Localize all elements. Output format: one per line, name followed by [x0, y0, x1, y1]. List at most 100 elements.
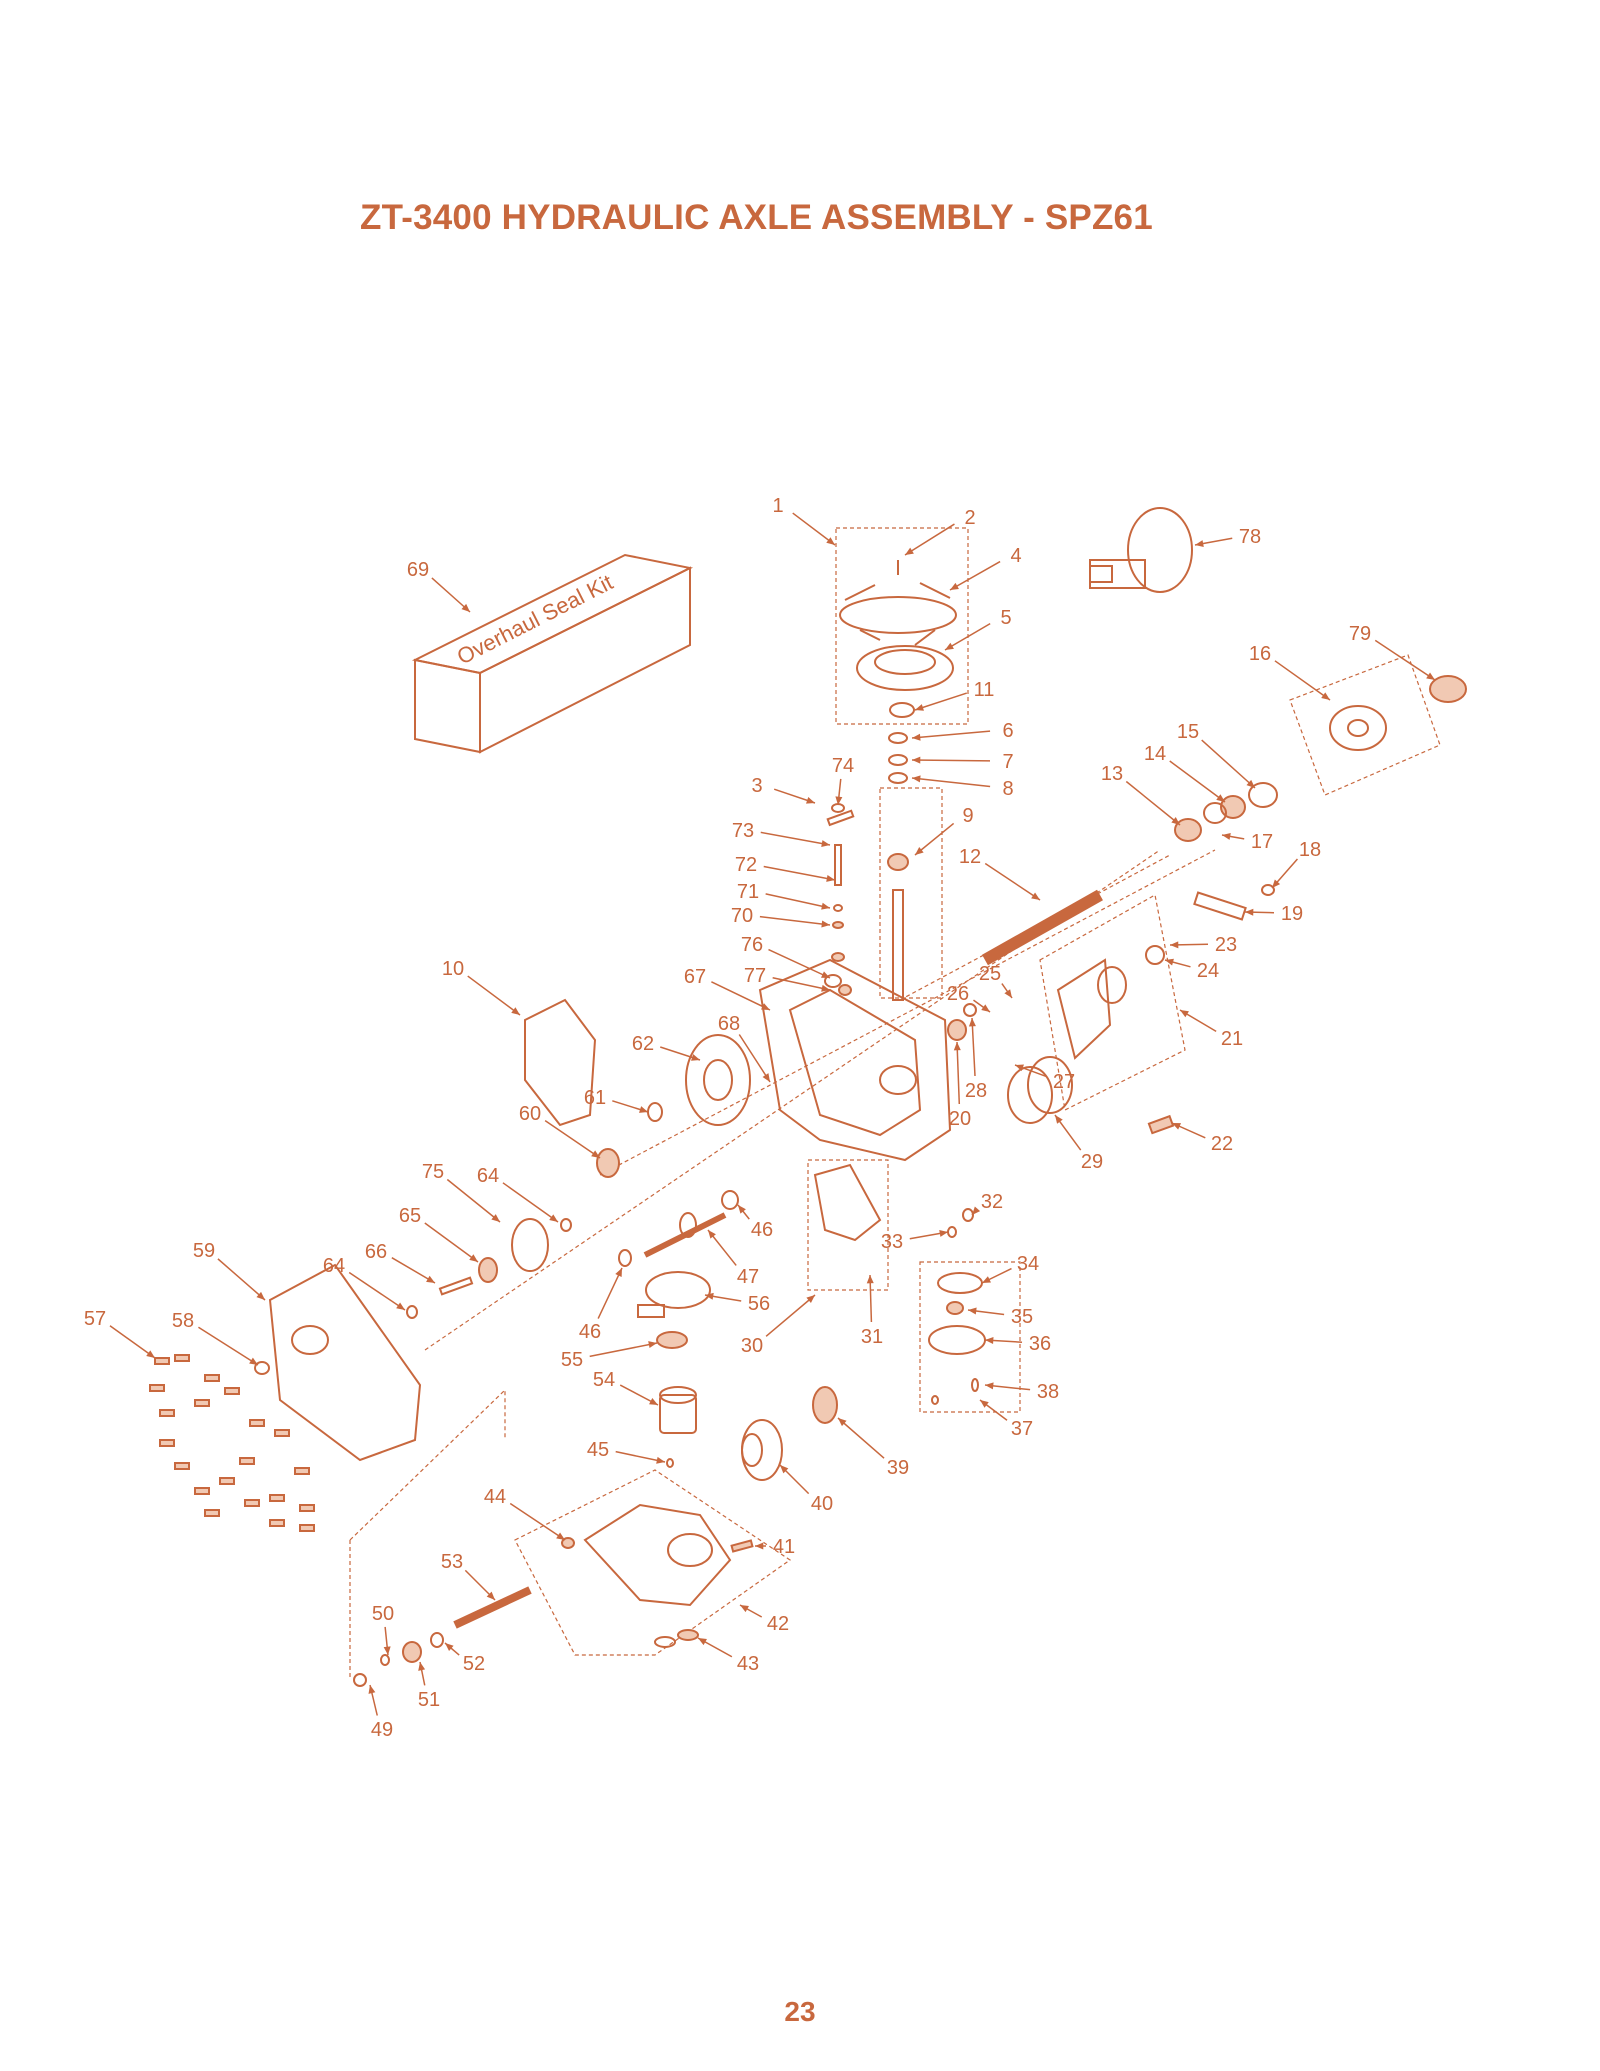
callout-arrowhead [950, 582, 959, 590]
callout-9: 9 [914, 805, 974, 856]
callout-arrowhead [1222, 832, 1231, 840]
callout-46b: 46 [579, 1267, 623, 1343]
callout-leader-line [1374, 639, 1436, 681]
callout-6: 6 [911, 720, 1014, 742]
part-housing-67 [758, 958, 952, 1162]
callout-arrowhead [549, 1214, 558, 1222]
callout-42: 42 [739, 1604, 789, 1635]
callout-arrowhead [838, 1418, 847, 1427]
callout-label: 22 [1211, 1133, 1233, 1155]
callout-label: 64 [477, 1165, 499, 1187]
callout-arrowhead [968, 1307, 977, 1315]
callout-label: 6 [1002, 720, 1013, 742]
part-ring-8 [888, 772, 908, 784]
callout-arrowhead [649, 1398, 658, 1405]
callout-label: 40 [811, 1493, 833, 1515]
callout-arrowhead [461, 603, 470, 612]
callout-label: 62 [632, 1033, 654, 1055]
callout-18: 18 [1271, 839, 1321, 889]
callout-arrowhead [738, 1205, 746, 1214]
part-spring-22 [1147, 1114, 1175, 1135]
callout-label: 47 [737, 1266, 759, 1288]
part-plate-21 [1056, 958, 1112, 1060]
callout-leader-line [391, 1257, 436, 1284]
part-arm-19 [1193, 891, 1247, 921]
callout-arrowhead [1246, 779, 1255, 788]
callout-arrowhead [985, 1337, 994, 1344]
callout-10: 10 [442, 958, 521, 1016]
seal-kit-box: Overhaul Seal Kit [411, 553, 694, 754]
callout-label: 9 [962, 805, 973, 827]
callout-38: 38 [984, 1381, 1059, 1403]
part-cover-59 [268, 1263, 422, 1462]
callout-leader-line [467, 975, 521, 1016]
callout-label: 68 [718, 1013, 740, 1035]
callout-label: 25 [979, 963, 1001, 985]
callout-leader-line [837, 1417, 885, 1459]
callout-label: 44 [484, 1486, 506, 1508]
callout-leader-line [772, 977, 831, 991]
callout-arrowhead [1426, 672, 1435, 680]
callout-label: 72 [735, 854, 757, 876]
callout-arrowhead [1180, 1010, 1189, 1018]
callout-arrowhead [905, 547, 914, 555]
part-pinion-65 [478, 1257, 498, 1283]
callout-leader-line [738, 1034, 771, 1083]
callout-leader-line [911, 759, 991, 762]
callout-label: 20 [949, 1108, 971, 1130]
callout-arrowhead [639, 1106, 648, 1113]
callout-arrowhead [915, 847, 924, 855]
callout-label: 34 [1017, 1253, 1039, 1275]
callout-arrowhead [912, 756, 921, 764]
callout-3: 3 [751, 775, 816, 804]
callout-label: 50 [372, 1603, 394, 1625]
callout-label: 27 [1053, 1071, 1075, 1093]
callout-label: 19 [1281, 903, 1303, 925]
callout-65: 65 [399, 1205, 479, 1263]
callout-19: 19 [1244, 903, 1303, 925]
callout-label: 59 [193, 1240, 215, 1262]
callout-label: 1 [772, 495, 783, 517]
callout-arrowhead [1245, 908, 1254, 916]
callout-leader-line [597, 1267, 623, 1319]
callout-label: 39 [887, 1457, 909, 1479]
callout-arrowhead [1216, 794, 1225, 802]
callout-arrowhead [691, 1054, 700, 1061]
callout-arrowhead [1004, 989, 1012, 998]
callout-47: 47 [707, 1229, 759, 1288]
callout-arrowhead [835, 796, 843, 805]
part-washer-17 [1203, 802, 1227, 824]
callout-2: 2 [904, 507, 976, 556]
part-washer-61 [647, 1102, 663, 1122]
callout-24: 24 [1164, 958, 1219, 982]
part-screw-44 [561, 1537, 575, 1549]
callout-label: 35 [1011, 1306, 1033, 1328]
callout-arrowhead [982, 1276, 991, 1283]
callout-72: 72 [735, 854, 836, 882]
callout-label: 8 [1002, 778, 1013, 800]
callout-arrowhead [469, 1254, 478, 1262]
callout-arrowhead [426, 1275, 435, 1283]
callout-leader-line [949, 560, 1001, 591]
callout-leader-line [911, 730, 991, 739]
callout-14: 14 [1144, 743, 1226, 803]
callout-arrowhead [1272, 879, 1281, 888]
callout-27: 27 [1014, 1064, 1075, 1093]
callout-68: 68 [718, 1013, 771, 1083]
callout-label: 11 [974, 679, 995, 701]
callout-arrowhead [806, 1295, 815, 1304]
page-number: 23 [784, 1996, 816, 2027]
callout-arrowhead [418, 1662, 426, 1671]
callout-leader-line [765, 1294, 816, 1337]
callout-label: 45 [587, 1439, 609, 1461]
callout-11: 11 [914, 679, 995, 711]
callout-arrowhead [821, 984, 830, 992]
part-oring-34 [937, 1272, 983, 1294]
callout-label: 12 [959, 846, 981, 868]
callout-36: 36 [984, 1333, 1051, 1355]
callout-label: 3 [751, 775, 762, 797]
callout-arrowhead [556, 1532, 565, 1540]
seal-kit-label: Overhaul Seal Kit [453, 569, 617, 669]
callout-62: 62 [632, 1033, 701, 1061]
